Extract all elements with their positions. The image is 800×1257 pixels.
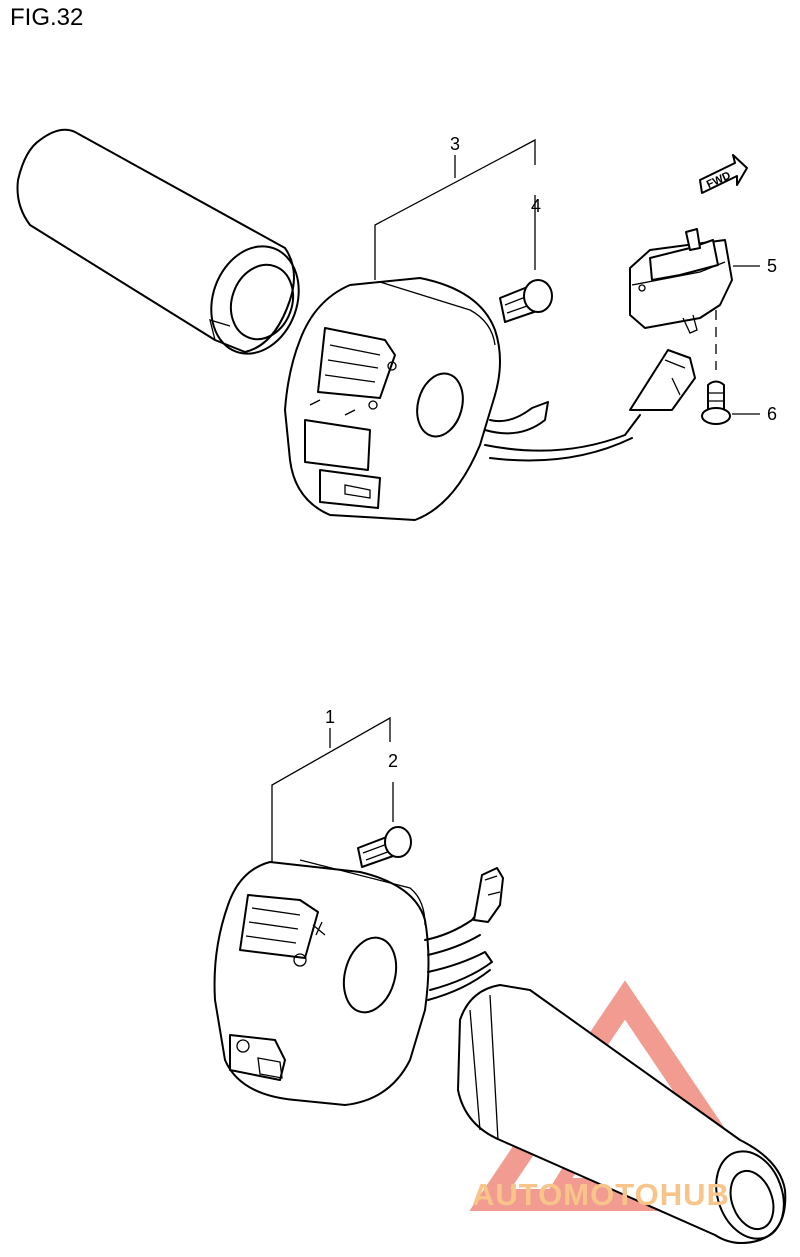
switch-housing-left bbox=[213, 859, 430, 1106]
screw-part-6 bbox=[701, 380, 760, 425]
callout-1-leader bbox=[271, 716, 391, 865]
watermark-text: AUTOMOTOHUB bbox=[472, 1177, 730, 1212]
switch-housing-right bbox=[284, 277, 501, 521]
left-grip bbox=[16, 128, 300, 355]
callout-2-number: 2 bbox=[388, 751, 398, 771]
watermark-brand: AUTOMOTOHUB bbox=[472, 1177, 730, 1212]
figure-title: FIG.32 bbox=[10, 4, 84, 31]
callout-6-number: 6 bbox=[767, 404, 777, 424]
callout-3-leader bbox=[374, 138, 536, 280]
screw-part-2 bbox=[357, 782, 412, 868]
callout-4-number: 4 bbox=[531, 196, 541, 216]
callout-1-number: 1 bbox=[325, 707, 335, 727]
callout-5-number: 5 bbox=[767, 256, 777, 276]
switch-part-5 bbox=[629, 228, 760, 370]
right-grip bbox=[457, 984, 787, 1245]
wire-harness-top bbox=[484, 349, 696, 462]
callout-3-number: 3 bbox=[450, 134, 460, 154]
fwd-direction-badge: FWD bbox=[699, 154, 748, 194]
screw-part-4 bbox=[499, 195, 553, 323]
fwd-label: FWD bbox=[705, 170, 733, 191]
wire-harness-bottom bbox=[424, 867, 504, 1001]
